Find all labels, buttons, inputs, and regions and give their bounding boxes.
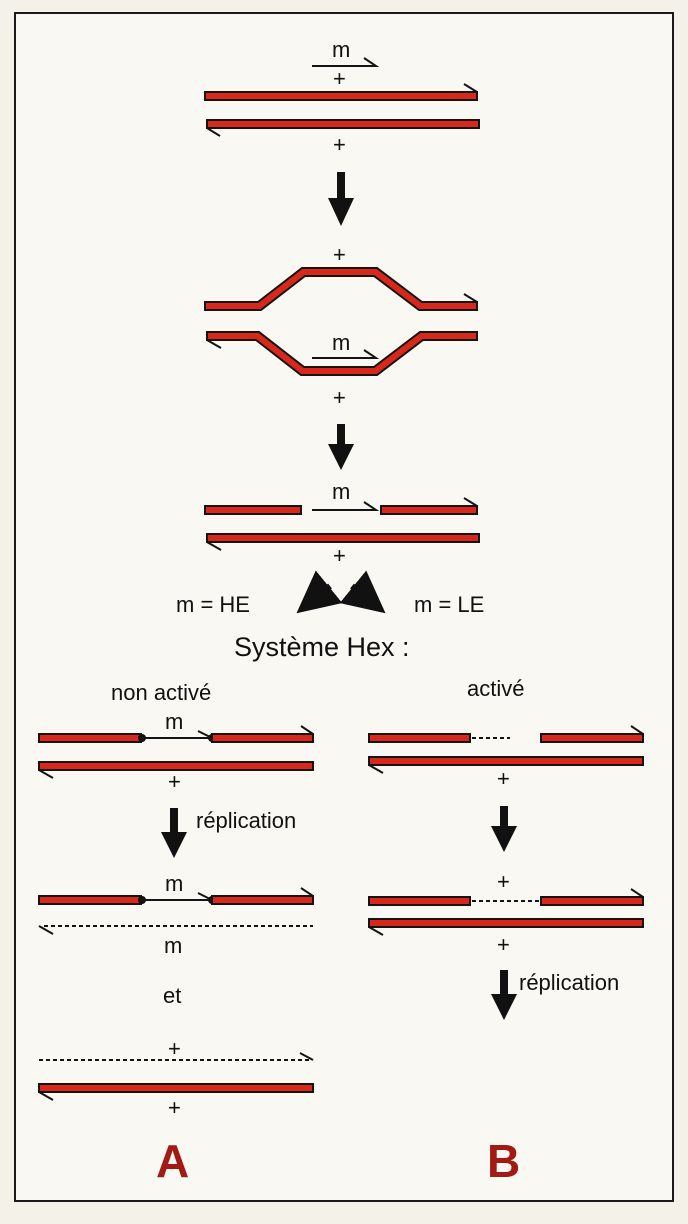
arrow-down-1 <box>328 172 354 226</box>
stage-1-duplex: m + + <box>204 37 480 157</box>
left-upper-segment-2 <box>211 733 314 743</box>
left-et: et <box>163 983 181 1008</box>
right-lower-hook <box>368 764 384 774</box>
left-upper-segment-3 <box>38 895 142 905</box>
upper-right-hook <box>463 497 478 507</box>
left-new-strand-hook <box>299 1052 314 1061</box>
left-lower-strand <box>38 761 314 771</box>
lower-gap-hook <box>206 541 222 551</box>
branch: m = HE m = LE Système Hex : <box>176 570 484 662</box>
upper-right-segment <box>380 505 478 515</box>
right-plus-3: + <box>497 932 510 957</box>
label-m-gap: m <box>332 479 350 504</box>
arrow-down-2 <box>328 424 354 470</box>
right-column: activé + + + réplication B <box>368 676 644 1187</box>
right-plus-2: + <box>497 869 510 894</box>
left-upper-hook <box>300 725 314 735</box>
left-lower-hook <box>38 769 54 779</box>
left-arrow-down <box>161 808 187 858</box>
right-arrow-down-1 <box>491 806 517 852</box>
right-upper-hook <box>630 725 644 735</box>
lower-bubble-hook <box>206 339 222 349</box>
panel-label-b: B <box>487 1135 520 1187</box>
upper-strand <box>204 91 478 101</box>
system-title: Système Hex : <box>234 632 410 662</box>
mismatch-in-bubble <box>312 349 380 359</box>
left-upper-segment-4 <box>211 895 314 905</box>
plus-top-1: + <box>333 66 346 91</box>
right-replication-label: réplication <box>519 970 619 995</box>
state-non-active: non activé <box>111 680 211 705</box>
mismatch-gap-strand <box>312 501 380 511</box>
lower-strand-hook <box>206 127 221 137</box>
left-plus-3: + <box>168 1095 181 1120</box>
label-m-bubble: m <box>332 330 350 355</box>
right-upper-segment-4 <box>540 896 644 906</box>
left-daughter-hook <box>38 925 54 935</box>
upper-bubble-hook <box>463 293 478 303</box>
left-label-m-2: m <box>165 871 183 896</box>
right-upper-hook-2 <box>630 888 644 898</box>
condition-le: m = LE <box>414 592 484 617</box>
upper-left-segment <box>204 505 302 515</box>
right-lower-strand-2 <box>368 918 644 928</box>
label-m-top: m <box>332 37 350 62</box>
upper-strand-hook <box>463 83 478 93</box>
plus-top-2: + <box>333 132 346 157</box>
left-label-m-daughter: m <box>164 933 182 958</box>
stage-2-bubble: + m + <box>204 242 478 410</box>
panel-label-a: A <box>156 1135 189 1187</box>
stage-3-gap: m + <box>204 479 480 568</box>
left-replication-label: réplication <box>196 808 296 833</box>
right-upper-segment-1 <box>368 733 471 743</box>
right-upper-segment-2 <box>540 733 644 743</box>
right-lower-strand <box>368 756 644 766</box>
plus-top-4: + <box>333 385 346 410</box>
upper-strand-bubble <box>204 267 478 311</box>
left-upper-hook-2 <box>300 887 314 897</box>
lower-strand-bubble <box>206 331 478 376</box>
mismatch-strand <box>312 57 380 67</box>
right-arrow-down-2 <box>491 970 517 1020</box>
left-plus-1: + <box>168 769 181 794</box>
arrow-diag-right <box>339 570 386 614</box>
right-plus-1: + <box>497 766 510 791</box>
left-plus-2: + <box>168 1036 181 1061</box>
right-upper-segment-3 <box>368 896 471 906</box>
left-bottom-strand <box>38 1083 314 1093</box>
left-label-m-1: m <box>165 709 183 734</box>
lower-strand <box>206 119 480 129</box>
arrow-diag-left <box>296 570 343 614</box>
state-active: activé <box>467 676 524 701</box>
plus-top-3: + <box>333 242 346 267</box>
condition-he: m = HE <box>176 592 250 617</box>
left-upper-segment-1 <box>38 733 142 743</box>
right-lower-hook-2 <box>368 926 384 936</box>
lower-strand-gap <box>206 533 480 543</box>
plus-top-5: + <box>333 543 346 568</box>
left-column: non activé m + réplication m m et + + <box>38 680 314 1187</box>
left-bottom-hook <box>38 1091 54 1101</box>
